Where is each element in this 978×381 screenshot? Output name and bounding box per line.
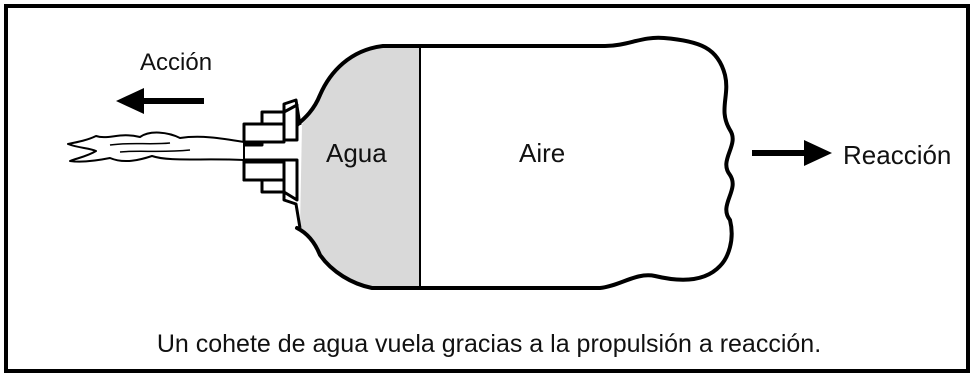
nozzle-cap [242,103,299,202]
reaction-arrow [752,140,832,166]
water-jet [67,131,245,163]
cap-outline [242,98,302,229]
reaction-label: Reacción [843,140,951,170]
water-label: Agua [326,138,387,168]
water-jet-detail [109,142,191,153]
bottle-outline [295,35,735,290]
air-label: Aire [519,138,565,168]
water-region [300,46,420,288]
diagram-frame [4,4,970,373]
action-label: Acción [140,49,212,76]
action-arrow [116,88,204,114]
caption: Un cohete de agua vuela gracias a la pro… [157,330,821,358]
